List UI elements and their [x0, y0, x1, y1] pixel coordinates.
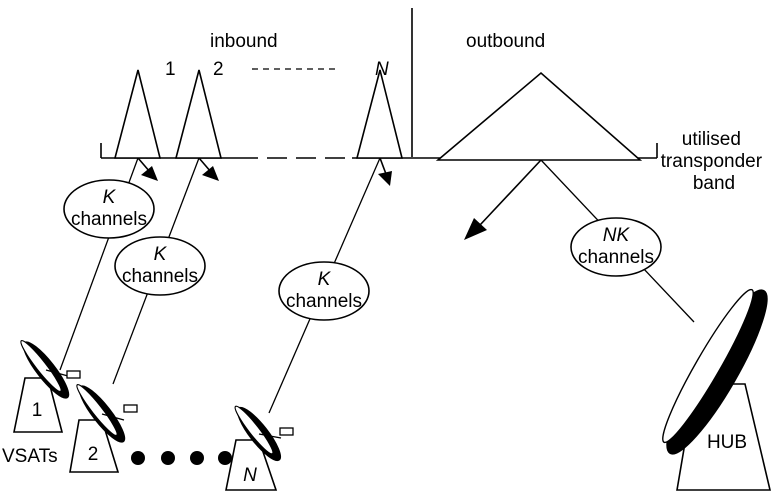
- arrow-carrier-2: [198, 157, 219, 181]
- arrow-carrier-1: [137, 157, 158, 181]
- svg-text:2: 2: [88, 444, 99, 465]
- inbound-carrier-1: [113, 69, 162, 159]
- carrier-2-label: 2: [213, 59, 224, 80]
- svg-text:K: K: [154, 244, 168, 265]
- svg-text:channels: channels: [286, 291, 362, 312]
- svg-text:K: K: [103, 187, 117, 208]
- svg-text:N: N: [243, 465, 257, 486]
- vsats-label: VSATs: [2, 446, 58, 467]
- svg-text:1: 1: [32, 400, 43, 421]
- carrier-1-label: 1: [165, 59, 176, 80]
- arrow-carrier-n: [378, 157, 392, 186]
- vsat-ellipsis-dots: [131, 451, 232, 465]
- bubble-k-channels-n: K channels: [278, 261, 370, 321]
- band-label: utilised transponder band: [661, 129, 768, 194]
- inbound-carrier-n: [355, 69, 404, 159]
- bubble-k-channels-2: K channels: [114, 236, 206, 296]
- svg-text:channels: channels: [71, 209, 147, 230]
- vsat-n-antenna: N: [225, 405, 294, 491]
- bubble-k-channels-1: K channels: [63, 179, 155, 239]
- inbound-label: inbound: [210, 31, 278, 52]
- vsat-1-antenna: 1: [13, 339, 81, 433]
- outbound-downlink-arrow: [464, 159, 542, 240]
- hub-antenna: HUB: [662, 288, 772, 491]
- bubble-nk-channels: NK channels: [570, 217, 662, 277]
- svg-text:K: K: [318, 269, 332, 290]
- outbound-label: outbound: [466, 31, 545, 52]
- carrier-n-label: N: [375, 59, 389, 80]
- svg-text:channels: channels: [578, 247, 654, 268]
- svg-text:NK: NK: [603, 225, 631, 246]
- svg-text:HUB: HUB: [707, 432, 747, 453]
- svg-text:channels: channels: [122, 266, 198, 287]
- outbound-carrier: [435, 71, 643, 161]
- vsat-2-antenna: 2: [69, 383, 138, 473]
- inbound-carrier-2: [174, 69, 223, 159]
